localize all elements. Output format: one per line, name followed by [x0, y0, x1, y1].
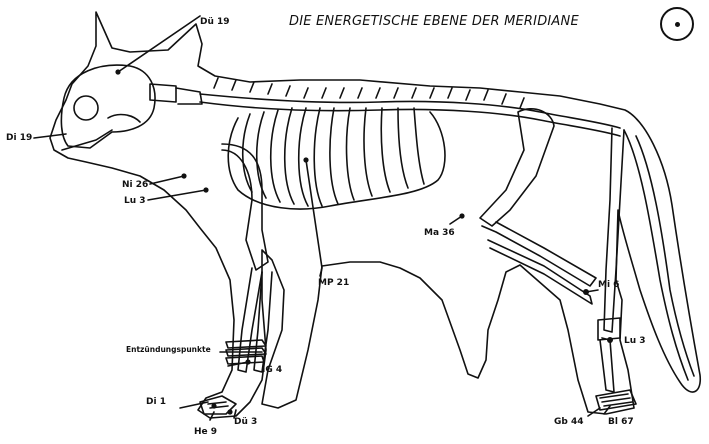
point-ig4 — [245, 359, 250, 364]
label-mp21: MP 21 — [318, 278, 349, 288]
label-mi6: Mi 6 — [598, 280, 619, 290]
label-he9: He 9 — [194, 427, 217, 437]
point-di1 — [211, 403, 216, 408]
label-du19: Dü 19 — [200, 17, 230, 27]
label-gb44: Gb 44 — [554, 417, 584, 427]
skull — [61, 65, 155, 148]
label-du3: Dü 3 — [234, 417, 257, 427]
point-ma36 — [459, 213, 464, 218]
label-ma36: Ma 36 — [424, 228, 455, 238]
label-ni26: Ni 26 — [122, 180, 148, 190]
point-lu3-hind — [607, 337, 613, 343]
point-lu3-front — [203, 187, 208, 192]
label-ig4: IG 4 — [262, 365, 282, 375]
circle-dot-icon — [660, 7, 694, 41]
point-mi6 — [583, 289, 589, 295]
label-di19: Di 19 — [6, 133, 32, 143]
page-title: DIE ENERGETISCHE EBENE DER MERIDIANE — [289, 14, 579, 29]
point-du19 — [115, 69, 120, 74]
label-bl67: Bl 67 — [608, 417, 634, 427]
ribcage — [228, 112, 445, 209]
point-ni26 — [181, 173, 186, 178]
label-di1: Di 1 — [146, 397, 166, 407]
label-entzuendungspunkte: Entzündungspunkte — [126, 345, 211, 354]
point-du3 — [227, 409, 232, 414]
label-lu3-hind: Lu 3 — [624, 336, 646, 346]
label-lu3-front: Lu 3 — [124, 196, 146, 206]
point-mp21 — [303, 157, 308, 162]
